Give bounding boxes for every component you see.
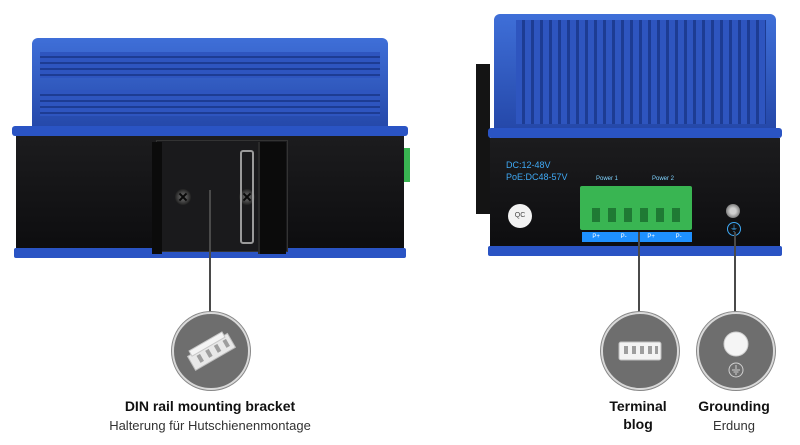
din-callout-subtitle: Halterung für Hutschienenmontage bbox=[109, 418, 311, 433]
right-device-rail bbox=[476, 64, 490, 214]
din-callout-title: DIN rail mounting bracket bbox=[124, 398, 296, 414]
pin-label-2: P- bbox=[620, 234, 627, 240]
grounding-screw bbox=[726, 204, 740, 218]
din-rail-clip-right bbox=[258, 142, 286, 254]
qc-sticker: QC bbox=[508, 204, 532, 228]
power-spec-line1: DC:12-48V bbox=[506, 160, 551, 170]
power2-label: Power 2 bbox=[652, 176, 675, 182]
left-device-cooling-fins-lower bbox=[40, 90, 380, 116]
pin-label-4: P- bbox=[675, 234, 682, 240]
din-callout-circle bbox=[172, 312, 250, 390]
terminal-pin-labels: P+ P- P+ P- bbox=[582, 232, 692, 242]
right-device-bottom-rim bbox=[488, 246, 782, 256]
left-device-blue-rim bbox=[12, 126, 408, 136]
terminal-callout-title-line2: blog bbox=[623, 416, 653, 432]
din-rail-icon bbox=[186, 331, 237, 371]
bracket-screw-right bbox=[239, 189, 255, 205]
terminal-block-icon bbox=[618, 341, 662, 361]
power-spec-line2: PoE:DC48-57V bbox=[506, 172, 568, 182]
grounding-icon bbox=[723, 331, 749, 378]
left-device-cooling-fins-upper bbox=[40, 52, 380, 78]
grounding-callout-subtitle: Erdung bbox=[713, 418, 755, 433]
right-device: DC:12-48V PoE:DC48-57V QC Power 1 Power … bbox=[476, 14, 786, 258]
qc-sticker-text: QC bbox=[514, 212, 526, 219]
din-rail-spring bbox=[240, 150, 254, 244]
bracket-screw-left bbox=[175, 189, 191, 205]
grounding-callout-title: Grounding bbox=[698, 398, 770, 414]
right-device-cooling-fins bbox=[516, 20, 766, 124]
right-device-blue-rim bbox=[488, 128, 782, 138]
pin-label-3: P+ bbox=[647, 234, 655, 240]
grounding-callout-line bbox=[734, 232, 736, 312]
terminal-callout-title-line1: Terminal bbox=[609, 398, 667, 414]
left-device-side-connector bbox=[404, 148, 410, 182]
terminal-callout-circle bbox=[601, 312, 679, 390]
din-rail-clip-left bbox=[152, 142, 162, 254]
power1-label: Power 1 bbox=[596, 176, 619, 182]
din-callout-line bbox=[209, 190, 211, 312]
terminal-callout-line bbox=[638, 232, 640, 312]
grounding-callout-circle bbox=[697, 312, 775, 390]
terminal-block bbox=[580, 186, 692, 230]
pin-label-1: P+ bbox=[592, 234, 600, 240]
